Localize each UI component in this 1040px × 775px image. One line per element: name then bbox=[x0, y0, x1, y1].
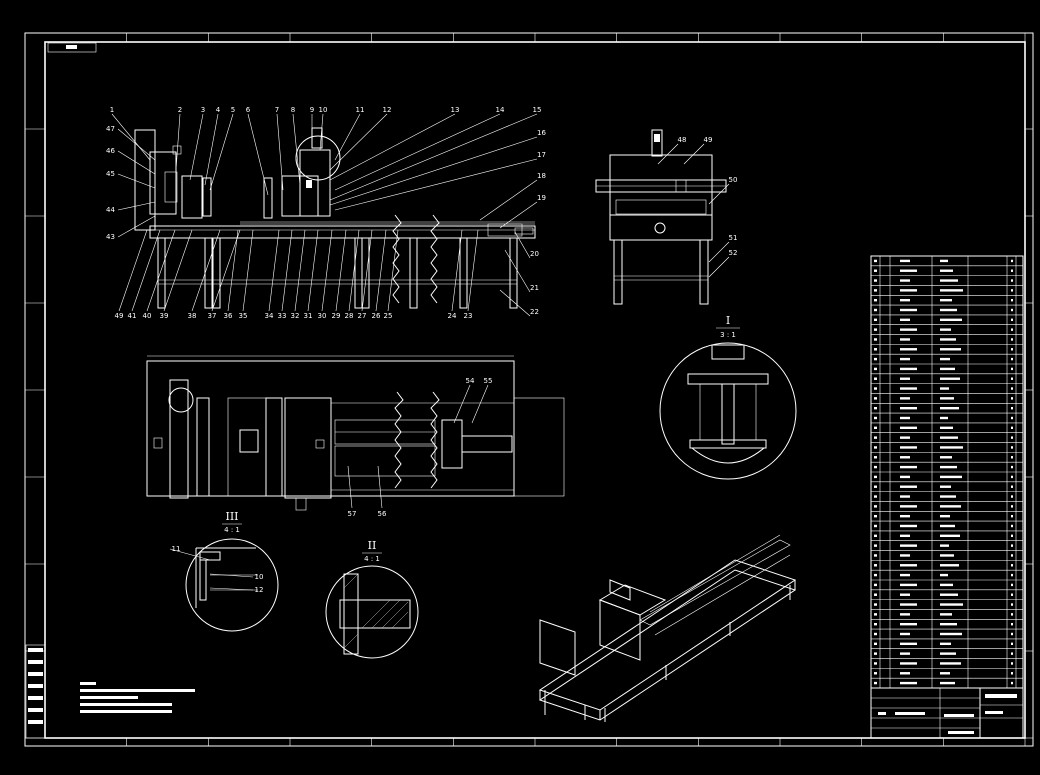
balloon-top-21: 21 bbox=[530, 284, 539, 292]
balloon-side-51: 51 bbox=[729, 234, 738, 242]
detail1-label: I bbox=[726, 314, 730, 327]
balloon-top-6: 6 bbox=[246, 106, 251, 114]
balloon-top-3: 3 bbox=[201, 106, 205, 114]
balloon-top-13: 13 bbox=[451, 106, 460, 114]
balloon-bottom-28: 28 bbox=[345, 312, 354, 320]
front-leaders bbox=[111, 113, 538, 317]
detail-view-2: II 4 : 1 bbox=[325, 539, 419, 659]
balloon-left-44: 44 bbox=[106, 206, 115, 214]
parts-list-table bbox=[870, 255, 1024, 689]
balloon-bottom-34: 34 bbox=[265, 312, 274, 320]
balloon-top-8: 8 bbox=[291, 106, 295, 114]
balloon-top-1: 1 bbox=[110, 106, 114, 114]
binding-strip bbox=[25, 644, 46, 739]
balloon-bottom-36: 36 bbox=[224, 312, 233, 320]
front-balloons-left: 47 46 45 44 43 bbox=[106, 125, 115, 241]
balloon-plan-55: 55 bbox=[484, 377, 493, 385]
balloon-detail3-12: 12 bbox=[255, 586, 264, 594]
balloon-bottom-33: 33 bbox=[278, 312, 287, 320]
balloon-top-19: 19 bbox=[537, 194, 546, 202]
balloon-top-5: 5 bbox=[231, 106, 235, 114]
isometric-view bbox=[538, 534, 797, 722]
balloon-top-12: 12 bbox=[383, 106, 392, 114]
balloon-top-22: 22 bbox=[530, 308, 539, 316]
balloon-top-14: 14 bbox=[496, 106, 505, 114]
balloon-bottom-24: 24 bbox=[448, 312, 457, 320]
balloon-top-10: 10 bbox=[319, 106, 328, 114]
balloon-side-48: 48 bbox=[678, 136, 687, 144]
balloon-side-50: 50 bbox=[729, 176, 738, 184]
balloon-detail3-11: 11 bbox=[172, 545, 181, 553]
balloon-left-47: 47 bbox=[106, 125, 115, 133]
balloon-left-43: 43 bbox=[106, 233, 115, 241]
balloon-bottom-25: 25 bbox=[384, 312, 393, 320]
balloon-top-20: 20 bbox=[530, 250, 539, 258]
balloon-top-9: 9 bbox=[310, 106, 314, 114]
detail3-scale: 4 : 1 bbox=[224, 526, 240, 534]
balloon-top-2: 2 bbox=[178, 106, 182, 114]
balloon-bottom-39: 39 bbox=[160, 312, 169, 320]
title-block bbox=[870, 687, 1024, 739]
detail-view-3: III 4 : 1 bbox=[185, 510, 279, 632]
technical-notes bbox=[80, 682, 195, 713]
balloon-top-18: 18 bbox=[537, 172, 546, 180]
balloon-plan-57: 57 bbox=[348, 510, 357, 518]
balloon-plan-56: 56 bbox=[378, 510, 387, 518]
balloon-bottom-35: 35 bbox=[239, 312, 248, 320]
plan-view bbox=[146, 355, 565, 511]
balloon-left-45: 45 bbox=[106, 170, 115, 178]
balloon-bottom-40: 40 bbox=[143, 312, 152, 320]
balloon-top-16: 16 bbox=[537, 129, 546, 137]
balloon-detail3-10: 10 bbox=[255, 573, 264, 581]
balloon-top-15: 15 bbox=[533, 106, 542, 114]
detail3-balloons: 11 10 12 bbox=[169, 545, 264, 594]
balloon-bottom-27: 27 bbox=[358, 312, 367, 320]
balloon-bottom-30: 30 bbox=[318, 312, 327, 320]
balloon-plan-54: 54 bbox=[466, 377, 475, 385]
balloon-bottom-37: 37 bbox=[208, 312, 217, 320]
side-elevation-view bbox=[595, 129, 727, 305]
balloon-bottom-29: 29 bbox=[332, 312, 341, 320]
detail3-label: III bbox=[225, 510, 238, 523]
detail-view-1: I 3 : 1 bbox=[659, 314, 797, 480]
balloon-side-52: 52 bbox=[729, 249, 738, 257]
balloon-bottom-23: 23 bbox=[464, 312, 473, 320]
side-balloons: 48 49 50 51 52 bbox=[657, 136, 738, 278]
sheet-code-box bbox=[47, 42, 97, 53]
balloon-bottom-41: 41 bbox=[128, 312, 137, 320]
balloon-bottom-31: 31 bbox=[304, 312, 313, 320]
balloon-left-46: 46 bbox=[106, 147, 115, 155]
detail1-scale: 3 : 1 bbox=[720, 331, 736, 339]
detail2-label: II bbox=[368, 539, 377, 552]
balloon-bottom-32: 32 bbox=[291, 312, 300, 320]
balloon-bottom-49: 49 bbox=[115, 312, 124, 320]
front-elevation-view bbox=[134, 127, 536, 309]
detail2-scale: 4 : 1 bbox=[364, 555, 380, 563]
balloon-top-17: 17 bbox=[537, 151, 546, 159]
balloon-top-4: 4 bbox=[216, 106, 221, 114]
sheet-frame bbox=[24, 32, 1034, 747]
balloon-top-7: 7 bbox=[275, 106, 279, 114]
balloon-bottom-38: 38 bbox=[188, 312, 197, 320]
balloon-top-11: 11 bbox=[356, 106, 365, 114]
plan-balloons: 54 55 57 56 bbox=[348, 377, 493, 518]
balloon-bottom-26: 26 bbox=[372, 312, 381, 320]
balloon-side-49: 49 bbox=[704, 136, 713, 144]
